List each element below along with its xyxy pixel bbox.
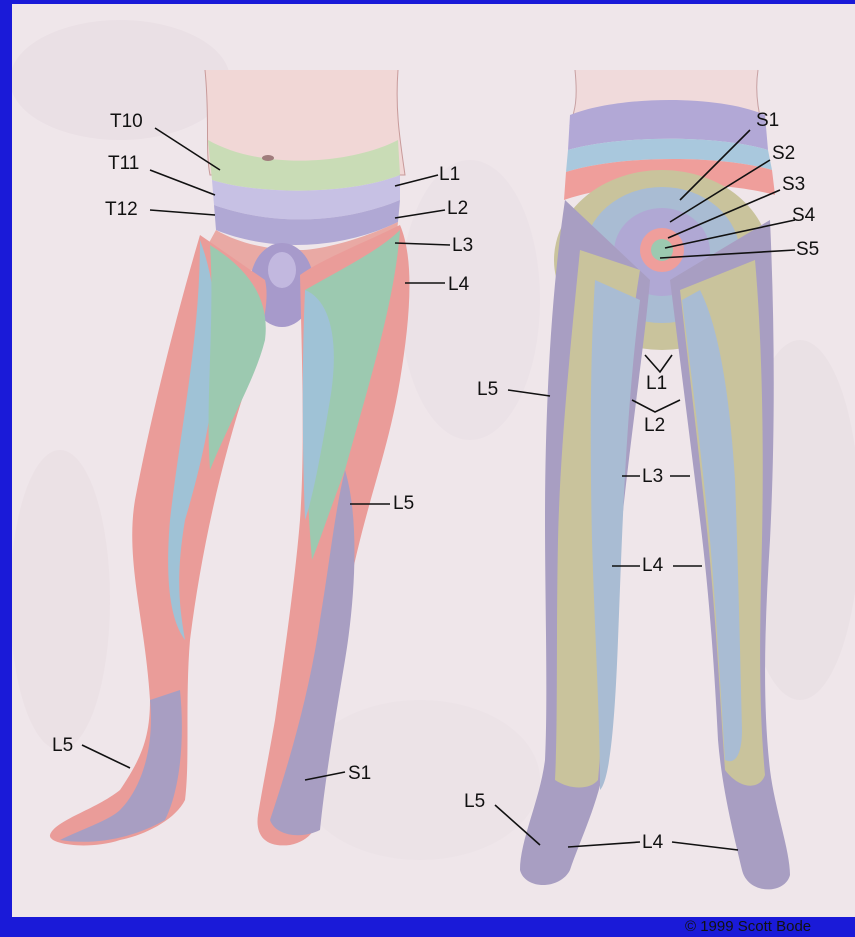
label-back-l4: L4 (642, 556, 663, 576)
label-back-l2: L2 (644, 416, 665, 436)
label-front-t10: T10 (110, 112, 143, 132)
label-front-t12: T12 (105, 200, 138, 220)
label-back-l5-thigh: L5 (477, 380, 498, 400)
label-back-l4-foot: L4 (642, 833, 663, 853)
label-front-l4: L4 (448, 275, 469, 295)
label-back-s4: S4 (792, 206, 815, 226)
dermatome-illustration (12, 4, 855, 917)
label-back-s3: S3 (782, 175, 805, 195)
label-front-l3: L3 (452, 236, 473, 256)
label-front-l1: L1 (439, 165, 460, 185)
copyright-credit: © 1999 Scott Bode (685, 917, 811, 937)
label-back-l5-foot: L5 (464, 792, 485, 812)
label-front-l5-foot: L5 (52, 736, 73, 756)
label-back-s1: S1 (756, 111, 779, 131)
illustration-canvas: T10 T11 T12 L1 L2 L3 L4 L5 L5 S1 S1 S2 S… (12, 4, 855, 917)
label-front-t11: T11 (108, 154, 139, 174)
label-front-l2: L2 (447, 199, 468, 219)
label-back-l1: L1 (646, 374, 667, 394)
label-front-s1: S1 (348, 764, 371, 784)
label-back-l3: L3 (642, 467, 663, 487)
label-front-l5-thigh: L5 (393, 494, 414, 514)
label-back-s2: S2 (772, 144, 795, 164)
label-back-s5: S5 (796, 240, 819, 260)
